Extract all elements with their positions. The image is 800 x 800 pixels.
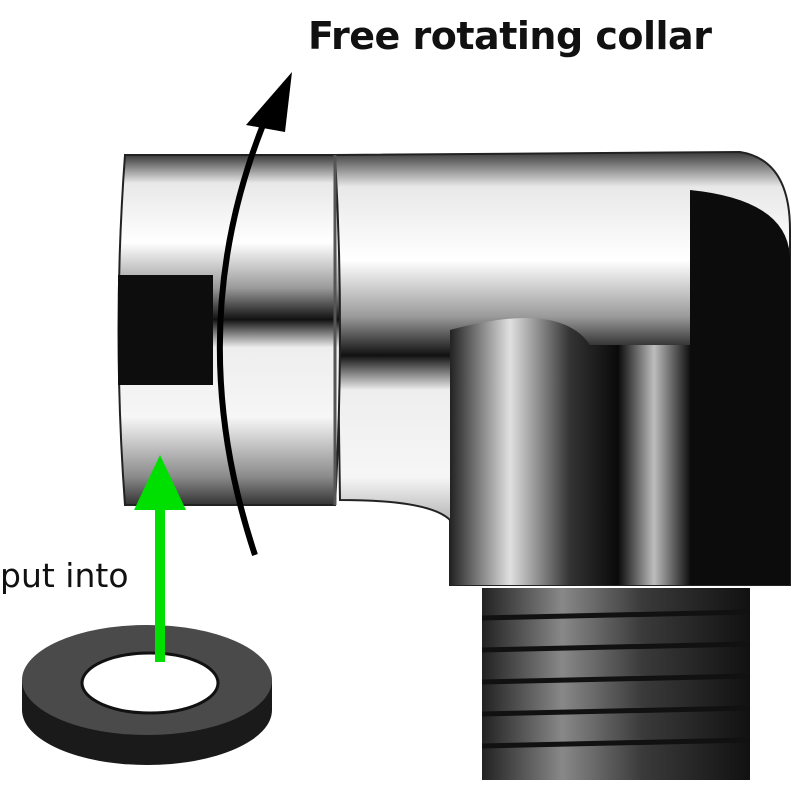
rubber-washer	[22, 625, 272, 765]
rotating-collar	[117, 154, 341, 506]
insert-arrow-icon	[134, 455, 186, 662]
washer-caption: put into	[0, 556, 129, 595]
threaded-end	[481, 588, 751, 780]
collar-caption: Free rotating collar	[308, 14, 712, 58]
rotation-arrow-icon	[216, 72, 292, 556]
elbow-body	[333, 150, 791, 586]
